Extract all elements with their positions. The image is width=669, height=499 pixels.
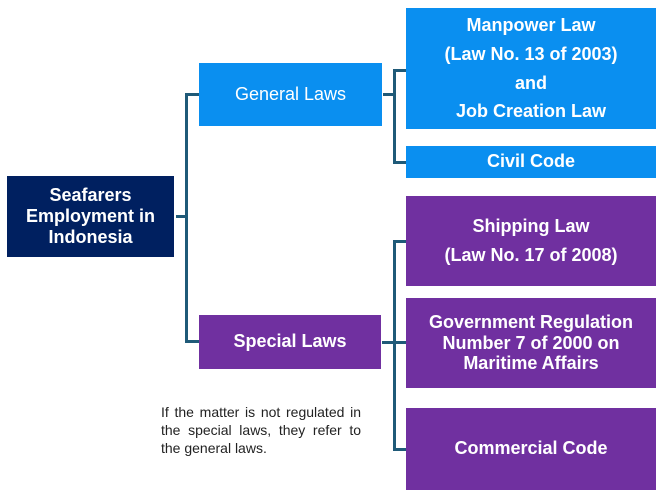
connector-root-stub xyxy=(176,215,187,218)
leaf-label-line: Shipping Law xyxy=(472,216,590,237)
leaf-label-line: Government Regulation xyxy=(428,311,634,332)
connector-to-general xyxy=(185,93,199,96)
leaf-node-shipping-law: Shipping Law (Law No. 17 of 2008) xyxy=(406,196,656,286)
connector-root-vertical xyxy=(185,93,188,343)
leaf-node-commercial-code: Commercial Code xyxy=(406,408,656,490)
leaf-node-civil-code: Civil Code xyxy=(406,146,656,178)
connector-special-vertical xyxy=(393,240,396,451)
connector-general-stub xyxy=(383,93,395,96)
connector-special-stub xyxy=(382,341,396,344)
general-laws-label: General Laws xyxy=(234,83,347,104)
leaf-label-line: Civil Code xyxy=(486,151,575,172)
note-text: If the matter is not regulated in the sp… xyxy=(161,404,361,457)
leaf-label-line: (Law No. 13 of 2003) xyxy=(444,43,618,64)
root-label-line: Indonesia xyxy=(48,226,133,247)
leaf-label-line: Commercial Code xyxy=(454,438,608,459)
leaf-label-line: Job Creation Law xyxy=(455,101,607,122)
leaf-label-line: and xyxy=(514,72,547,93)
root-label-line: Employment in xyxy=(25,206,155,227)
branch-node-special-laws: Special Laws xyxy=(199,315,381,369)
connector-to-commercial xyxy=(393,448,406,451)
root-node-seafarers-employment: Seafarers Employment in Indonesia xyxy=(7,176,174,257)
leaf-node-government-regulation: Government Regulation Number 7 of 2000 o… xyxy=(406,298,656,388)
connector-to-manpower xyxy=(393,69,406,72)
connector-to-govreg xyxy=(393,341,406,344)
leaf-label-line: Maritime Affairs xyxy=(463,353,599,374)
branch-node-general-laws: General Laws xyxy=(199,63,382,126)
leaf-node-manpower-law: Manpower Law (Law No. 13 of 2003) and Jo… xyxy=(406,8,656,129)
connector-general-vertical xyxy=(393,69,396,164)
root-label-line: Seafarers xyxy=(49,185,132,206)
connector-to-special xyxy=(185,340,199,343)
leaf-label-line: Number 7 of 2000 on xyxy=(442,332,620,353)
special-laws-label: Special Laws xyxy=(233,331,347,352)
connector-to-civil xyxy=(393,161,406,164)
leaf-label-line: Manpower Law xyxy=(466,14,596,35)
leaf-label-line: (Law No. 17 of 2008) xyxy=(444,245,618,265)
connector-to-shipping xyxy=(393,240,406,243)
